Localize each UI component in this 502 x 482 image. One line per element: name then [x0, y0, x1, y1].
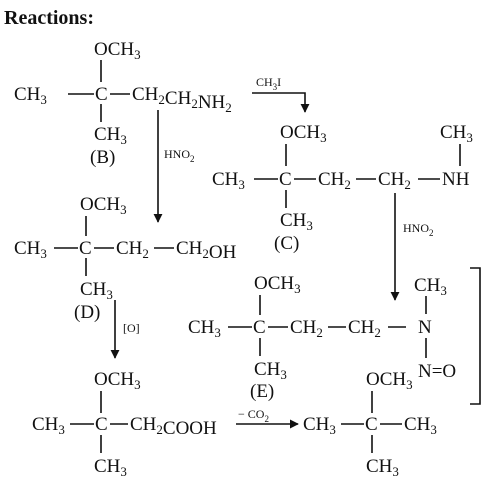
carboxylic-acid: OCH3 CH3 C CH2COOH CH3 [32, 369, 217, 479]
methylation-arrow-line [252, 92, 310, 113]
d-methoxy-group: OCH3 [80, 194, 127, 217]
e-nitroso-group: N=O [418, 361, 456, 382]
b-central-carbon: C [95, 84, 108, 105]
product-left-methyl: CH3 [303, 414, 336, 437]
oxidation-arrow: [O] [110, 300, 140, 359]
e-left-methyl: CH3 [188, 317, 221, 340]
nitrous-acid-arrow-1: HNO2 [153, 110, 195, 223]
final-product: OCH3 CH3 C CH3 CH3 [303, 369, 437, 479]
compound-c: OCH3 CH3 C CH2 CH2 NH CH3 CH3 (C) [212, 122, 473, 254]
d-label: (D) [74, 302, 100, 323]
acid-bottom-methyl: CH3 [94, 456, 127, 479]
decarboxylation-reagent: − CO2 [238, 407, 269, 424]
nitrous-acid-arrow-2: HNO2 [390, 193, 434, 301]
acid-left-methyl: CH3 [32, 414, 65, 437]
e-ch2-b: CH2 [348, 317, 381, 340]
e-label: (E) [250, 381, 274, 402]
section-heading: Reactions: [4, 7, 94, 29]
acid-central-carbon: C [95, 414, 108, 435]
b-label: (B) [90, 147, 115, 168]
c-left-methyl: CH3 [212, 169, 245, 192]
e-ch2-a: CH2 [290, 317, 323, 340]
methylation-reagent: CH3I [256, 75, 281, 92]
acid-side-chain: CH2COOH [130, 414, 217, 439]
e-methoxy-group: OCH3 [254, 273, 301, 296]
e-nitrogen: N [418, 317, 432, 338]
b-bottom-methyl: CH3 [94, 124, 127, 147]
c-ch2-b: CH2 [378, 169, 411, 192]
d-bottom-methyl: CH3 [80, 279, 113, 302]
c-methoxy-group: OCH3 [280, 122, 327, 145]
product-right-methyl: CH3 [404, 414, 437, 437]
e-central-carbon: C [253, 317, 266, 338]
decarboxylation-arrow: − CO2 [236, 407, 299, 429]
d-ch2-a: CH2 [116, 238, 149, 261]
compound-e: OCH3 CH3 C CH2 CH2 N CH3 N=O CH3 (E) [188, 273, 456, 402]
d-left-methyl: CH3 [14, 238, 47, 261]
c-to-e-reagent: HNO2 [403, 221, 434, 238]
d-hydroxymethyl: CH2OH [176, 238, 237, 263]
b-methoxy-group: OCH3 [94, 39, 141, 62]
product-central-carbon: C [365, 414, 378, 435]
e-bracket [470, 267, 481, 405]
acid-methoxy-group: OCH3 [94, 369, 141, 392]
c-ch2-a: CH2 [318, 169, 351, 192]
b-left-methyl: CH3 [14, 84, 47, 107]
oxidation-reagent: [O] [123, 321, 140, 335]
b-side-chain: CH2CH2NH2 [132, 84, 232, 115]
product-methoxy-group: OCH3 [366, 369, 413, 392]
compound-b: OCH3 CH3 C CH2CH2NH2 CH3 (B) [14, 39, 232, 168]
d-central-carbon: C [79, 238, 92, 259]
e-n-methyl: CH3 [414, 275, 447, 298]
c-bottom-methyl: CH3 [280, 210, 313, 233]
methylation-arrow: CH3I [252, 75, 310, 113]
product-bottom-methyl: CH3 [366, 456, 399, 479]
e-bottom-methyl: CH3 [254, 359, 287, 382]
c-central-carbon: C [279, 169, 292, 190]
c-label: (C) [274, 233, 299, 254]
c-amine-nh: NH [442, 169, 470, 190]
c-n-methyl: CH3 [440, 122, 473, 145]
compound-d: OCH3 CH3 C CH2 CH2OH CH3 (D) [14, 194, 237, 323]
b-to-d-reagent: HNO2 [164, 147, 195, 164]
